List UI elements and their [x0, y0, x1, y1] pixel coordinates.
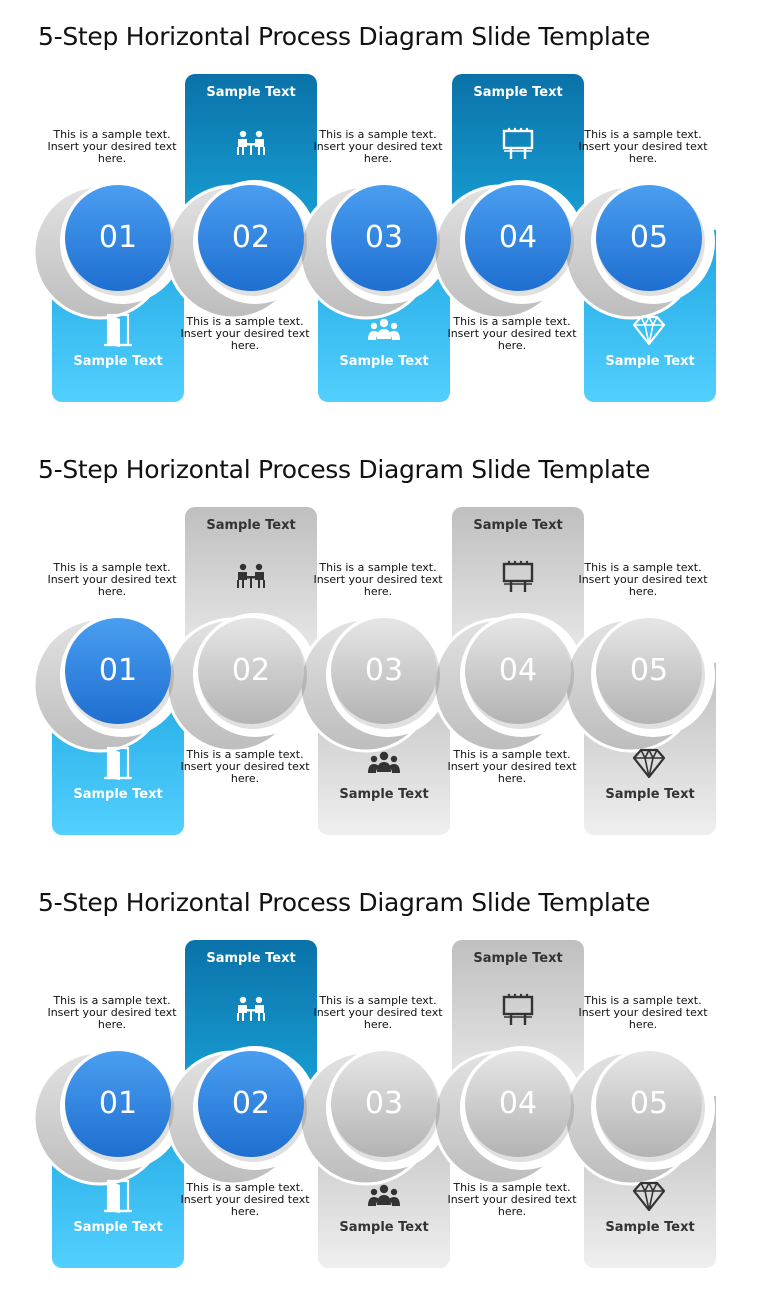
step-description: This is a sample text. Insert your desir…	[313, 128, 443, 165]
step-number: 04	[498, 1086, 538, 1121]
billboard-icon	[502, 560, 534, 592]
step-description: This is a sample text. Insert your desir…	[47, 994, 177, 1031]
step-02-circle	[198, 618, 304, 724]
slide-title: 5-Step Horizontal Process Diagram Slide …	[38, 455, 651, 484]
step-label: Sample Text	[605, 787, 695, 802]
step-description: This is a sample text. Insert your desir…	[578, 128, 708, 165]
step-04-circle	[465, 618, 571, 724]
step-05-circle	[596, 618, 702, 724]
step-number: 04	[498, 220, 538, 255]
step-04-circle	[465, 185, 571, 291]
step-label: Sample Text	[73, 354, 163, 369]
step-number: 01	[98, 1086, 138, 1121]
meeting-icon	[237, 130, 265, 155]
step-description: This is a sample text. Insert your desir…	[578, 561, 708, 598]
step-description: This is a sample text. Insert your desir…	[180, 315, 310, 352]
step-label: Sample Text	[473, 518, 563, 533]
step-number: 04	[498, 653, 538, 688]
step-label: Sample Text	[605, 354, 695, 369]
process-diagram	[32, 507, 716, 835]
door-icon	[104, 746, 132, 780]
billboard-icon	[502, 127, 534, 159]
step-number: 05	[629, 1086, 669, 1121]
step-label: Sample Text	[73, 1220, 163, 1235]
step-number: 02	[231, 1086, 271, 1121]
process-diagram	[32, 74, 716, 402]
step-description: This is a sample text. Insert your desir…	[578, 994, 708, 1031]
door-icon	[104, 1179, 132, 1213]
team-icon	[368, 318, 400, 340]
slide-title: 5-Step Horizontal Process Diagram Slide …	[38, 888, 651, 917]
step-number: 02	[231, 220, 271, 255]
step-05-circle	[596, 185, 702, 291]
step-03-circle	[331, 185, 437, 291]
step-number: 03	[364, 653, 404, 688]
slide-1: 5-Step Horizontal Process Diagram Slide …	[0, 0, 768, 433]
step-02-circle	[198, 185, 304, 291]
step-label: Sample Text	[473, 951, 563, 966]
diamond-icon	[632, 315, 666, 346]
step-description: This is a sample text. Insert your desir…	[47, 128, 177, 165]
step-number: 01	[98, 220, 138, 255]
step-label: Sample Text	[206, 951, 296, 966]
step-number: 01	[98, 653, 138, 688]
diamond-icon	[632, 748, 666, 779]
step-description: This is a sample text. Insert your desir…	[313, 561, 443, 598]
step-description: This is a sample text. Insert your desir…	[180, 748, 310, 785]
step-label: Sample Text	[73, 787, 163, 802]
step-description: This is a sample text. Insert your desir…	[47, 561, 177, 598]
team-icon	[368, 751, 400, 773]
step-03-circle	[331, 618, 437, 724]
step-label: Sample Text	[339, 354, 429, 369]
step-01-circle	[65, 618, 171, 724]
step-description: This is a sample text. Insert your desir…	[447, 315, 577, 352]
step-label: Sample Text	[206, 518, 296, 533]
step-label: Sample Text	[339, 1220, 429, 1235]
step-number: 05	[629, 653, 669, 688]
step-label: Sample Text	[339, 787, 429, 802]
meeting-icon	[237, 563, 265, 588]
step-description: This is a sample text. Insert your desir…	[180, 1181, 310, 1218]
step-description: This is a sample text. Insert your desir…	[447, 1181, 577, 1218]
step-label: Sample Text	[605, 1220, 695, 1235]
step-number: 03	[364, 1086, 404, 1121]
step-description: This is a sample text. Insert your desir…	[313, 994, 443, 1031]
step-01-circle	[65, 185, 171, 291]
step-number: 02	[231, 653, 271, 688]
step-label: Sample Text	[206, 85, 296, 100]
step-number: 05	[629, 220, 669, 255]
step-description: This is a sample text. Insert your desir…	[447, 748, 577, 785]
door-icon	[104, 313, 132, 347]
step-number: 03	[364, 220, 404, 255]
slide-2: 5-Step Horizontal Process Diagram Slide …	[0, 433, 768, 866]
meeting-icon	[237, 996, 265, 1021]
billboard-icon	[502, 993, 534, 1025]
slide-3: 5-Step Horizontal Process Diagram Slide …	[0, 866, 768, 1299]
step-label: Sample Text	[473, 85, 563, 100]
slide-title: 5-Step Horizontal Process Diagram Slide …	[38, 22, 651, 51]
